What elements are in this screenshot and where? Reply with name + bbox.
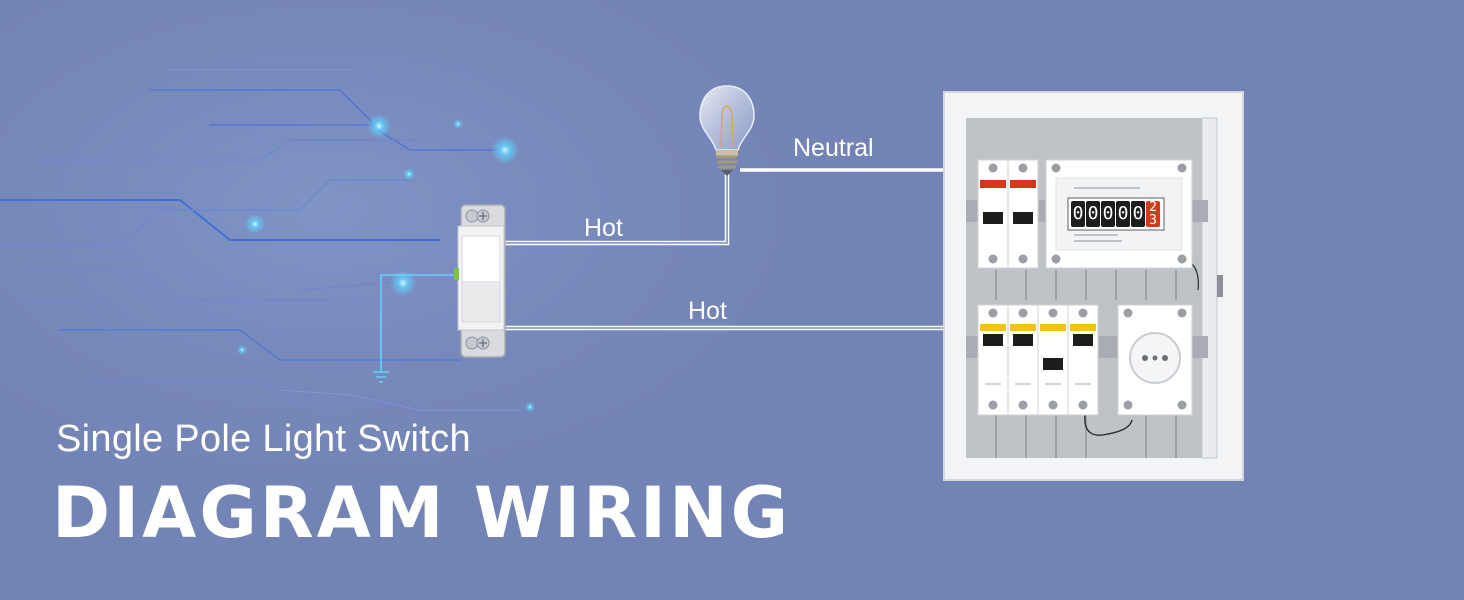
meter-digit: 0: [1131, 201, 1145, 227]
meter-red-digit: 3: [1149, 213, 1157, 228]
hot-wire-label-bottom: Hot: [688, 297, 727, 325]
hot-wire-to-bulb: [503, 174, 730, 246]
hot-wire-label-top: Hot: [584, 214, 623, 242]
meter-digit: 0: [1086, 201, 1100, 227]
meter-digit: 0: [1071, 201, 1085, 227]
breaker-panel-icon: [943, 91, 1244, 481]
meter-red-digit: 2: [1149, 200, 1157, 215]
meter-readout: 0 0 0 0 0 2 3: [1071, 201, 1160, 227]
diagram-title: DIAGRAM WIRING: [52, 472, 792, 554]
circuit-traces: [0, 69, 521, 411]
neutral-wire-label: Neutral: [793, 134, 874, 162]
light-bulb-icon: [699, 85, 755, 176]
switch-icon: [454, 204, 506, 358]
meter-digit: 0: [1116, 201, 1130, 227]
meter-red-digits: 2 3: [1146, 201, 1160, 227]
diagram-subtitle: Single Pole Light Switch: [56, 418, 471, 460]
circuit-glow-nodes: [237, 114, 535, 412]
meter-digit: 0: [1101, 201, 1115, 227]
ground-wire: [373, 274, 455, 383]
